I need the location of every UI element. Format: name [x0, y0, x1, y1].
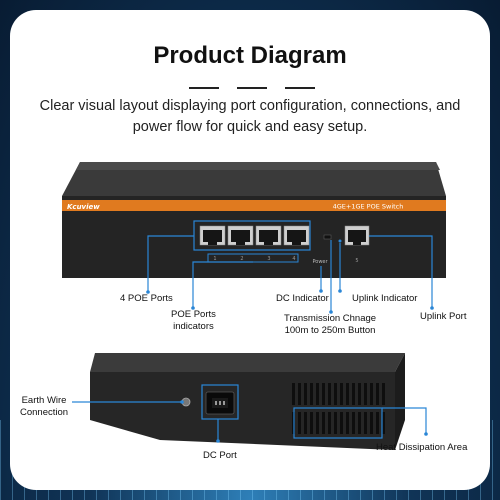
- label-dc-indicator: DC Indicator: [276, 293, 329, 304]
- brand-logo: Kcuview: [67, 203, 100, 211]
- rear-callout-lines: [72, 384, 427, 441]
- port-number-2: 2: [240, 256, 243, 262]
- page-subtitle: Clear visual layout displaying port conf…: [39, 98, 461, 135]
- port-number-1: 1: [213, 256, 216, 262]
- label-4-poe-ports: 4 POE Ports: [120, 293, 173, 304]
- label-earth-wire: Earth Wire Connection: [20, 395, 69, 418]
- front-callout-lines: [147, 235, 433, 312]
- title-divider: [189, 87, 315, 89]
- power-label: Power: [312, 259, 328, 265]
- rear-callout-dots: [180, 400, 428, 443]
- uplink-port: [344, 225, 370, 246]
- label-dc-port: DC Port: [203, 450, 237, 461]
- heat-vents: [292, 383, 385, 434]
- label-transmission-button: Transmission Chnage 100m to 250m Button: [284, 313, 377, 336]
- poe-port-1: [199, 225, 226, 246]
- poe-port-2: [227, 225, 254, 246]
- poe-port-3: [255, 225, 282, 246]
- label-poe-indicators: POE Ports indicators: [171, 309, 216, 332]
- port-number-4: 4: [292, 256, 295, 262]
- dc-port: [205, 391, 235, 415]
- uplink-led: [338, 239, 342, 243]
- switch-rear-view: [90, 353, 405, 450]
- transmission-button: [323, 234, 332, 240]
- label-uplink-indicator: Uplink Indicator: [352, 293, 418, 304]
- model-label: 4GE+1GE POE Switch: [333, 203, 404, 211]
- poe-port-4: [283, 225, 310, 246]
- page-title: Product Diagram: [153, 42, 347, 69]
- label-uplink-port: Uplink Port: [420, 311, 467, 322]
- orange-label-strip: [62, 200, 446, 211]
- port-number-3: 3: [267, 256, 270, 262]
- front-callout-dots: [146, 289, 434, 314]
- uplink-number: 5: [355, 258, 358, 264]
- switch-front-view: Kcuview 4GE+1GE POE Switch 1 2 3 4 Power…: [62, 162, 446, 278]
- label-heat-dissipation: Heat Dissipation Area: [376, 442, 468, 453]
